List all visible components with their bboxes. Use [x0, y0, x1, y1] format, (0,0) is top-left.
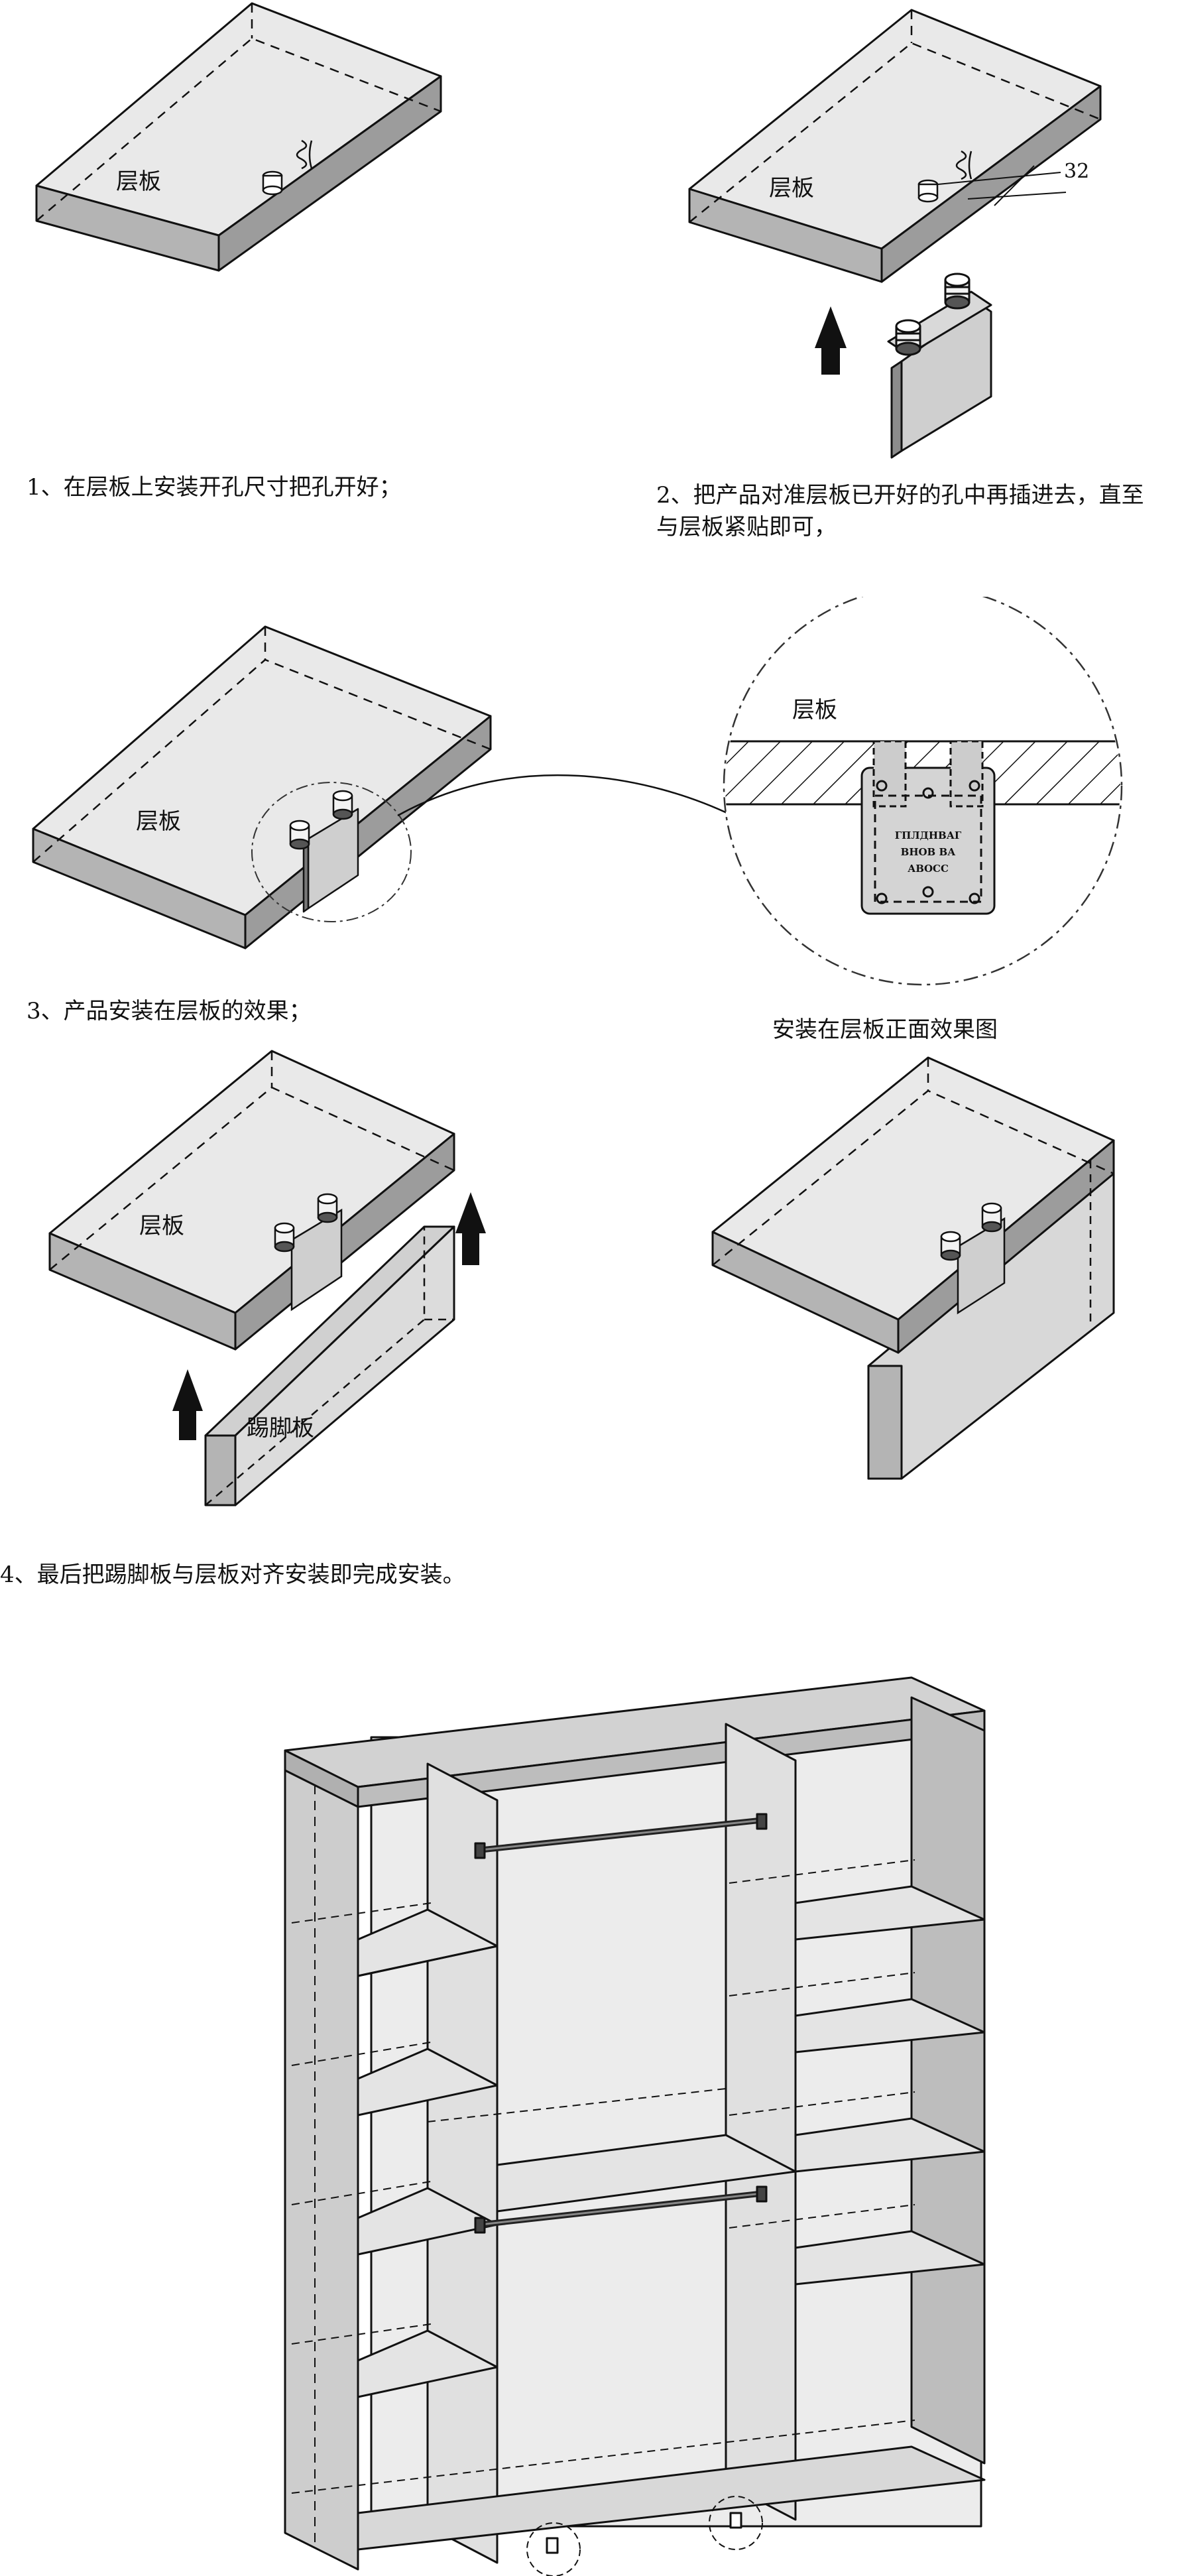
- step4-caption: 4、最后把踢脚板与层板对齐安装即完成安装。: [0, 1562, 465, 1588]
- shelf-board-step2: [688, 9, 1102, 283]
- detail-circle-marker: [526, 2522, 581, 2576]
- connector-bracket: [887, 273, 992, 459]
- dimension-32: 32: [1064, 160, 1089, 183]
- divider-right: [725, 1723, 797, 2521]
- left-compartment-shelves: [291, 1902, 499, 2398]
- up-arrow-icon: [455, 1192, 486, 1265]
- bracket-marker: [729, 2512, 742, 2529]
- kick-board-label: 踢脚板: [247, 1415, 314, 1441]
- shelf-label-step4: 层板: [139, 1213, 184, 1239]
- wardrobe-left-side: [284, 1769, 359, 2571]
- step3-figure: 层板 层板: [32, 597, 1123, 986]
- divider-left: [426, 1762, 499, 2564]
- detail-circle-small: [251, 782, 412, 922]
- detail-circle-marker: [709, 2496, 763, 2550]
- step2-caption-line2: 与层板紧贴即可，: [656, 514, 837, 540]
- shelf-board-step1: [35, 2, 442, 272]
- step1-figure: 层板: [35, 2, 442, 272]
- shelf-board-step3: [32, 625, 492, 950]
- plate-engraving-3: АВОСС: [908, 863, 949, 875]
- shelf-label-step3: 层板: [136, 808, 181, 835]
- drilled-hole-icon: [262, 139, 313, 196]
- up-arrow-icon: [172, 1369, 203, 1440]
- assembled-shelf-and-kick: [711, 1056, 1115, 1480]
- bracket-marker: [546, 2537, 559, 2554]
- dimension-callout: [937, 165, 1067, 206]
- shelf-label-step2: 层板: [769, 175, 814, 202]
- detail-leader-line: [397, 774, 733, 817]
- front-view-caption: 安装在层板正面效果图: [772, 1016, 998, 1043]
- drilled-hole-icon: [917, 150, 972, 203]
- up-arrow-icon: [815, 306, 847, 375]
- installed-bracket-step4: [274, 1193, 343, 1312]
- hanging-rail-lower: [474, 2185, 768, 2234]
- shelf-board-step4: [48, 1050, 455, 1351]
- right-compartment-shelves: [729, 1859, 986, 2286]
- plate-engraving-1: ГПЛДНВАГ: [895, 829, 962, 841]
- step2-figure: 32 层板: [688, 9, 1102, 459]
- wardrobe-right-side: [910, 1696, 986, 2465]
- shelf-label-detail: 层板: [792, 697, 837, 723]
- wardrobe-figure: [284, 1676, 986, 2576]
- shelf-label-step1: 层板: [116, 168, 161, 195]
- step3-caption: 3、产品安装在层板的效果；: [27, 998, 312, 1024]
- hanging-rail-upper: [474, 1813, 768, 1859]
- step2-caption-line1: 2、把产品对准层板已开好的孔中再插进去，直至: [656, 482, 1144, 509]
- bracket-front-view: [860, 740, 996, 915]
- step1-caption: 1、在层板上安装开孔尺寸把孔开好；: [27, 474, 402, 501]
- step4-figure: 层板 踢脚板: [48, 1050, 1115, 1506]
- kick-board: [204, 1225, 455, 1506]
- installed-bracket-assembled: [940, 1202, 1006, 1315]
- installed-bracket: [289, 790, 359, 913]
- plate-engraving-2: ВНОВ ВА: [901, 846, 956, 858]
